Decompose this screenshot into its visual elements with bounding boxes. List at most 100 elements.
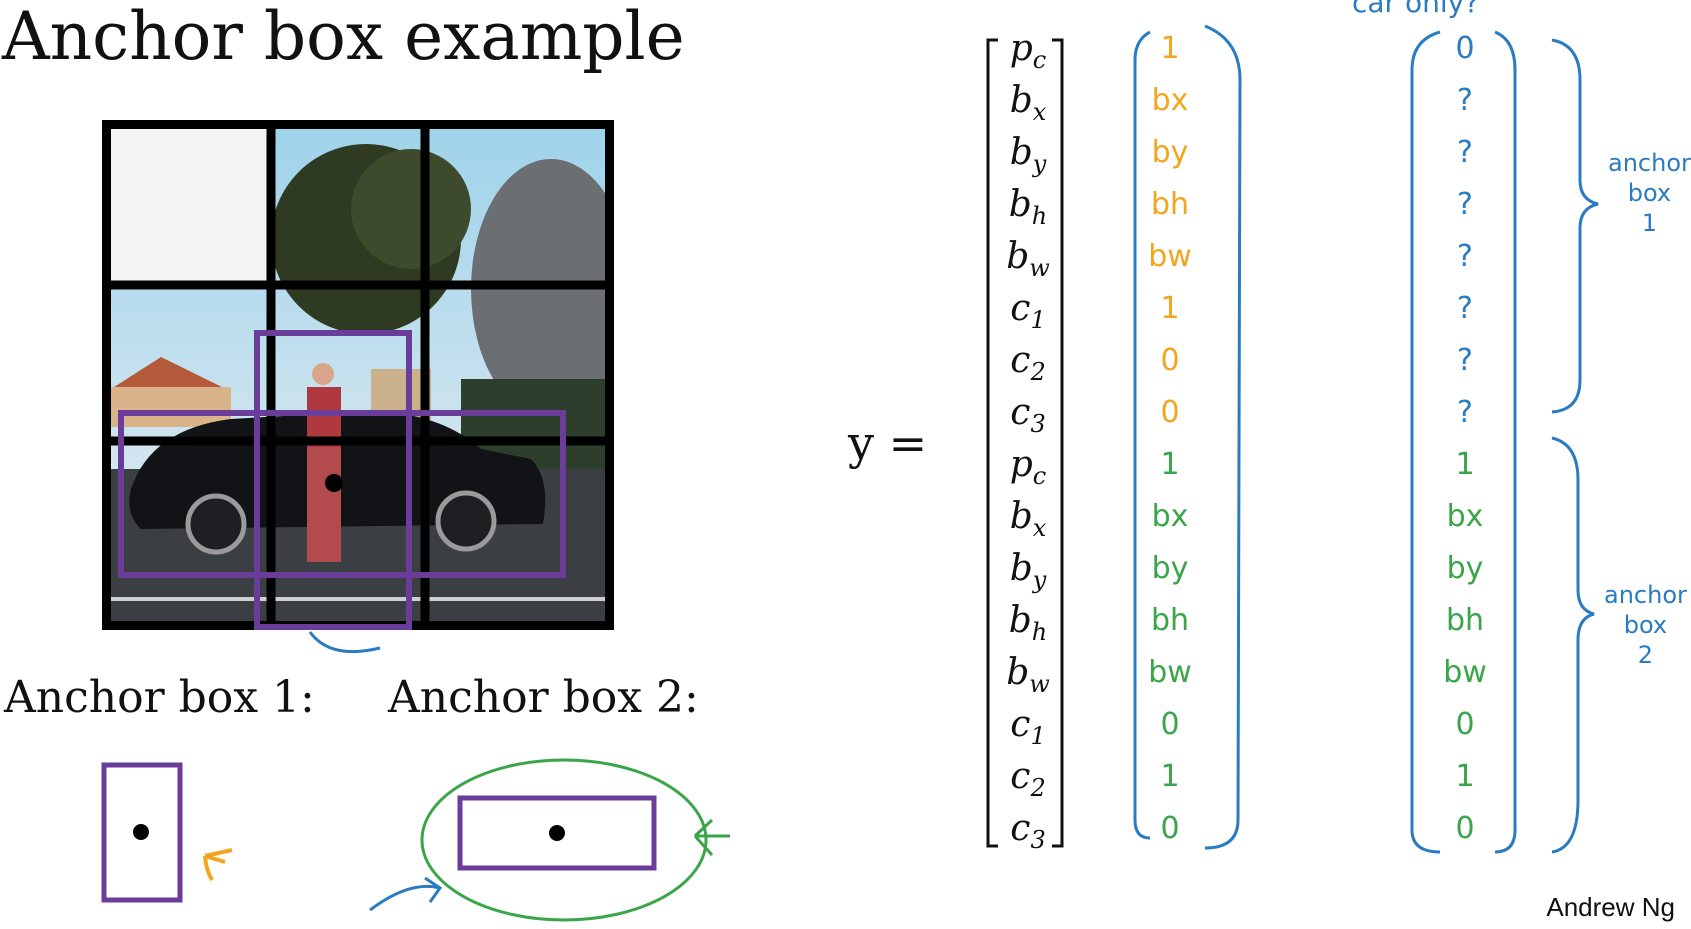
vector-symbol-subscript: 2 <box>1030 774 1046 803</box>
vector-symbol-subscript: h <box>1031 618 1048 647</box>
vector-symbol-base: c <box>1010 340 1031 381</box>
brace-anchor-box-1 <box>1551 38 1599 414</box>
column_2-value-10: by <box>1446 551 1484 586</box>
vector-symbol-base: b <box>1009 548 1033 589</box>
column_2-value-6: ? <box>1457 343 1473 378</box>
column_2-value-3: ? <box>1457 187 1473 222</box>
vector-symbol-10: by <box>1000 544 1056 594</box>
slide-title: Anchor box example <box>2 0 685 75</box>
vector-symbol-4: bw <box>1000 232 1056 282</box>
column_1-value-2: by <box>1151 135 1189 170</box>
shared-midpoint-dot <box>325 474 343 492</box>
vector-symbol-2: by <box>1000 128 1056 178</box>
vector-symbol-11: bh <box>1000 596 1056 646</box>
vector-symbol-subscript: h <box>1031 202 1048 231</box>
vector-symbol-base: b <box>1008 600 1032 641</box>
column_1-value-8: 1 <box>1160 447 1180 482</box>
column_2-value-1: ? <box>1457 83 1473 118</box>
vector-symbol-9: bx <box>1000 492 1056 542</box>
vector-symbol-subscript: 1 <box>1030 722 1046 751</box>
vector-symbol-5: c1 <box>1000 284 1056 334</box>
y-equals-label: y = <box>848 416 928 470</box>
column_1-value-10: by <box>1151 551 1189 586</box>
column_2-value-9: bx <box>1446 499 1484 534</box>
vector-symbol-13: c1 <box>1000 700 1056 750</box>
column_2-value-5: ? <box>1457 291 1473 326</box>
anchor-box-1-dot <box>133 824 149 840</box>
vector-symbol-subscript: y <box>1032 566 1047 595</box>
anchor-box-2-dot <box>549 825 565 841</box>
brace-note-1-line-3: 1 <box>1641 209 1658 237</box>
vector-symbol-base: b <box>1006 236 1030 277</box>
anchor-box-2-label: Anchor box 2: <box>388 672 699 723</box>
vector-symbol-base: b <box>1006 652 1030 693</box>
vector-symbol-subscript: 3 <box>1030 410 1046 439</box>
column_2-value-14: 1 <box>1455 759 1475 794</box>
orange-arrow-icon <box>203 848 233 882</box>
col2-header-note: car only? <box>1352 0 1480 19</box>
vector-symbol-base: c <box>1010 392 1031 433</box>
vector-symbol-subscript: y <box>1032 150 1047 179</box>
column_2-value-12: bw <box>1443 655 1487 690</box>
vector-symbol-14: c2 <box>1000 752 1056 802</box>
vector-symbol-base: c <box>1010 704 1031 745</box>
vector-symbol-12: bw <box>1000 648 1056 698</box>
column_1-value-15: 0 <box>1160 811 1180 846</box>
vector-symbol-8: pc <box>1000 440 1056 490</box>
symbol-vector-left-bracket <box>986 38 998 848</box>
vector-symbol-subscript: x <box>1032 514 1047 543</box>
column_2-value-8: 1 <box>1455 447 1475 482</box>
vector-symbol-subscript: x <box>1032 98 1047 127</box>
vector-symbol-subscript: 3 <box>1030 826 1046 855</box>
person-bounding-box <box>254 330 412 630</box>
vector-symbol-1: bx <box>1000 76 1056 126</box>
anchor-box-1-shape <box>101 762 183 903</box>
column_1-value-3: bh <box>1150 187 1190 222</box>
ink-mark-below-grid <box>308 631 381 654</box>
brace-note-2-line-3: 2 <box>1637 641 1654 669</box>
column_1-value-7: 0 <box>1160 395 1180 430</box>
vector-symbol-subscript: c <box>1032 462 1047 491</box>
brace-note-1-line-2: box <box>1627 179 1672 207</box>
anchor-box-1-label: Anchor box 1: <box>4 672 315 723</box>
column_1-value-12: bw <box>1148 655 1192 690</box>
green-ellipse-highlight <box>420 758 708 922</box>
vector-symbol-subscript: 2 <box>1030 358 1046 387</box>
col2-right-bracket <box>1494 30 1517 854</box>
column_1-value-14: 1 <box>1160 759 1180 794</box>
vector-symbol-subscript: w <box>1029 254 1050 283</box>
vector-symbol-subscript: w <box>1029 670 1050 699</box>
column_1-value-9: bx <box>1151 499 1189 534</box>
column_1-value-0: 1 <box>1160 31 1180 66</box>
column_1-value-1: bx <box>1151 83 1189 118</box>
vector-symbol-subscript: c <box>1032 46 1047 75</box>
vector-symbol-6: c2 <box>1000 336 1056 386</box>
column_2-value-15: 0 <box>1455 811 1475 846</box>
column_2-value-11: bh <box>1445 603 1485 638</box>
vector-symbol-7: c3 <box>1000 388 1056 438</box>
vector-symbol-3: bh <box>1000 180 1056 230</box>
vector-symbol-0: pc <box>1000 24 1056 74</box>
vector-symbol-base: c <box>1010 288 1031 329</box>
vector-symbol-subscript: 1 <box>1030 306 1046 335</box>
blue-arrow-icon <box>369 876 443 912</box>
brace-note-anchor-box-1: anchor box 1 <box>1608 148 1691 238</box>
vector-symbol-base: b <box>1008 184 1032 225</box>
green-arrow-icon <box>693 818 730 857</box>
anchor-box-2-shape <box>457 795 657 871</box>
col1-right-bracket <box>1204 24 1242 850</box>
column_2-value-0: 0 <box>1455 31 1475 66</box>
brace-anchor-box-2 <box>1551 436 1595 854</box>
street-scene-illustration <box>111 129 605 621</box>
vector-symbol-base: c <box>1010 808 1031 849</box>
column_1-value-13: 0 <box>1160 707 1180 742</box>
grid-photo <box>102 120 614 630</box>
vector-symbol-base: p <box>1009 444 1033 485</box>
vector-symbol-base: b <box>1009 132 1033 173</box>
symbol-vector-right-bracket <box>1052 38 1064 848</box>
column_2-value-7: ? <box>1457 395 1473 430</box>
vector-symbol-base: c <box>1010 756 1031 797</box>
